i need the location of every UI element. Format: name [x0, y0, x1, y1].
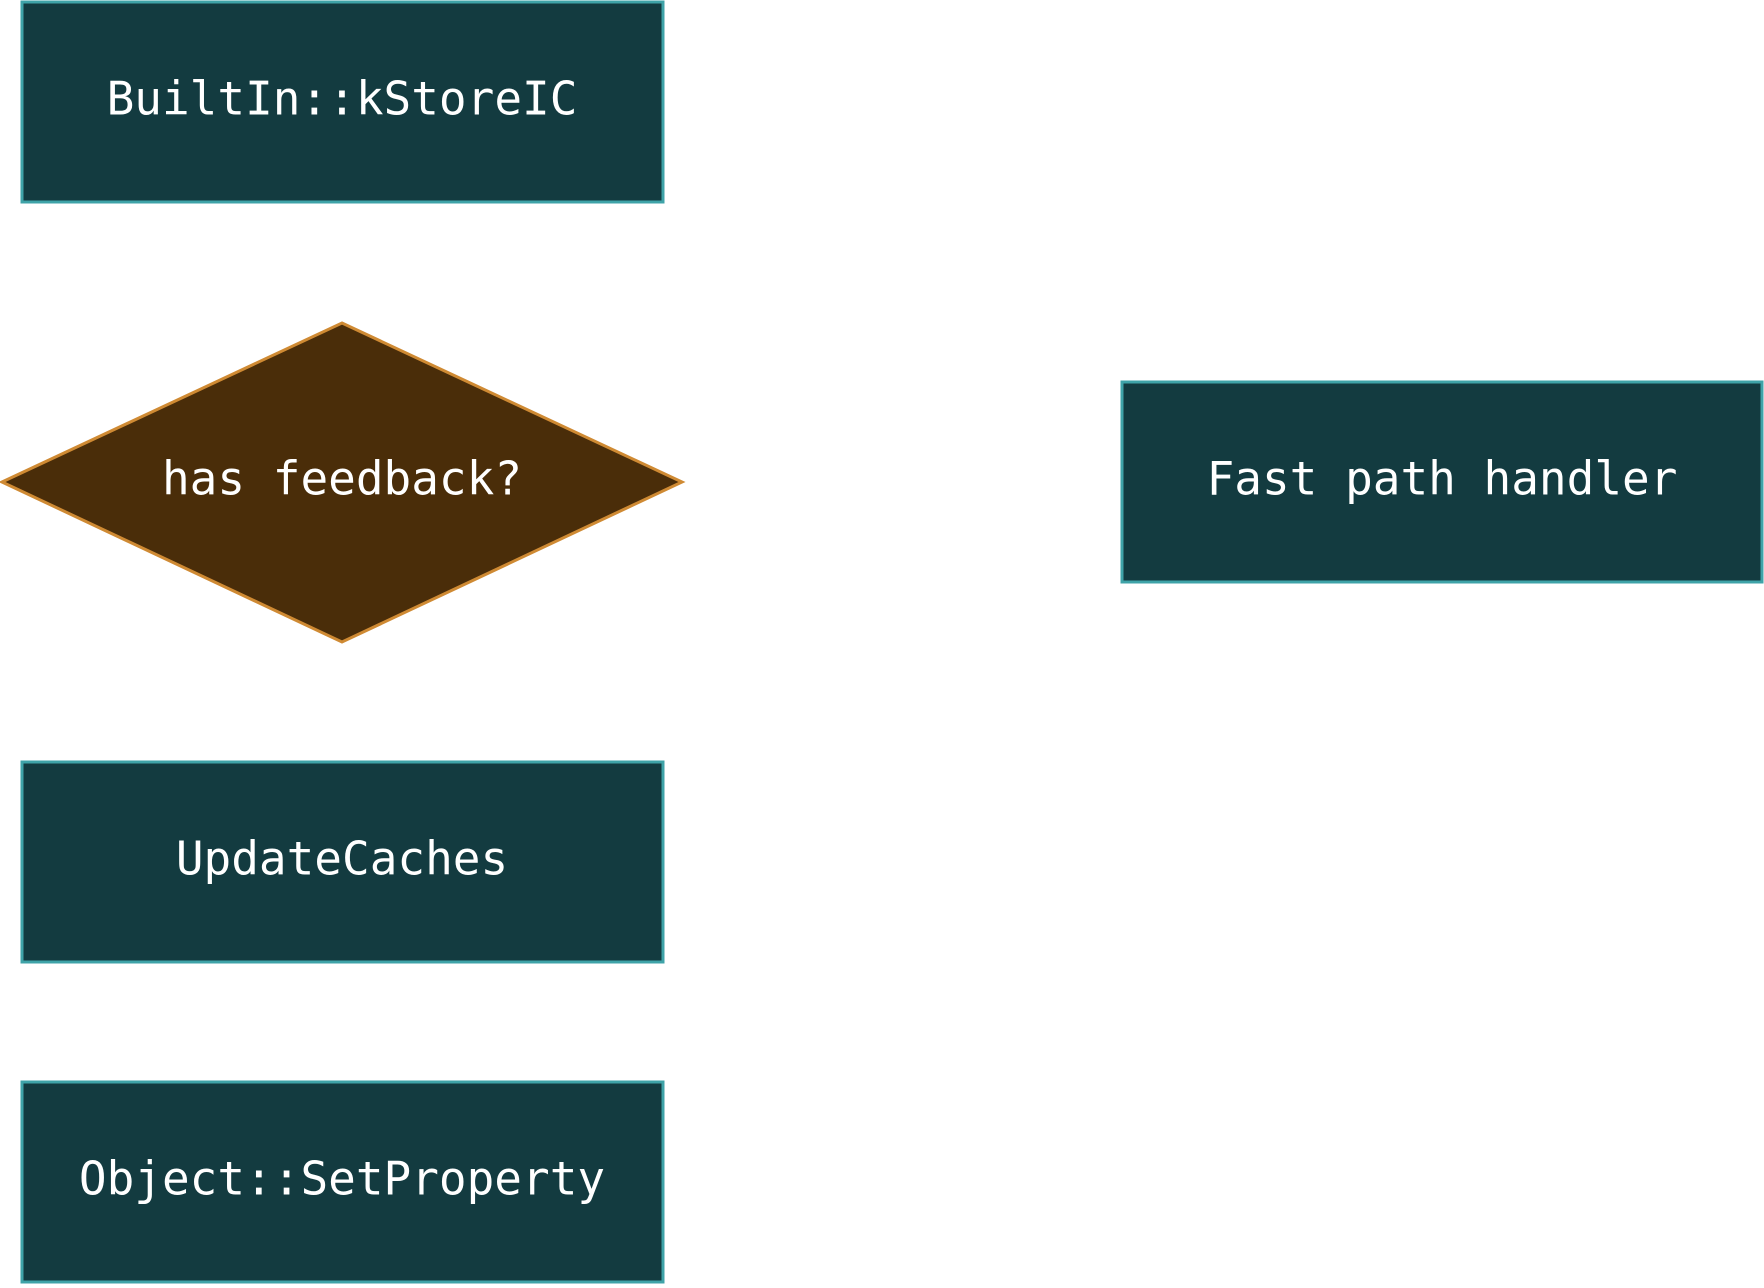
node-update-caches-box	[20, 760, 665, 964]
node-has-feedback-decision: has feedback?	[0, 321, 686, 644]
node-fast-path-handler: Fast path handler	[1120, 380, 1764, 584]
node-builtin-kstoreic: BuiltIn::kStoreIC	[20, 0, 665, 204]
node-builtin-label: BuiltIn::kStoreIC	[107, 72, 578, 126]
node-fast-path-box	[1120, 380, 1764, 584]
node-fast-path-label: Fast path handler	[1207, 452, 1678, 506]
node-set-property-box	[20, 1080, 665, 1284]
node-object-setproperty: Object::SetProperty	[20, 1080, 665, 1284]
decision-diamond	[0, 321, 686, 644]
decision-label: has feedback?	[162, 452, 522, 506]
node-update-caches: UpdateCaches	[20, 760, 665, 964]
node-set-property-label: Object::SetProperty	[79, 1152, 605, 1206]
node-update-caches-label: UpdateCaches	[176, 832, 508, 886]
node-builtin-box	[20, 0, 665, 204]
